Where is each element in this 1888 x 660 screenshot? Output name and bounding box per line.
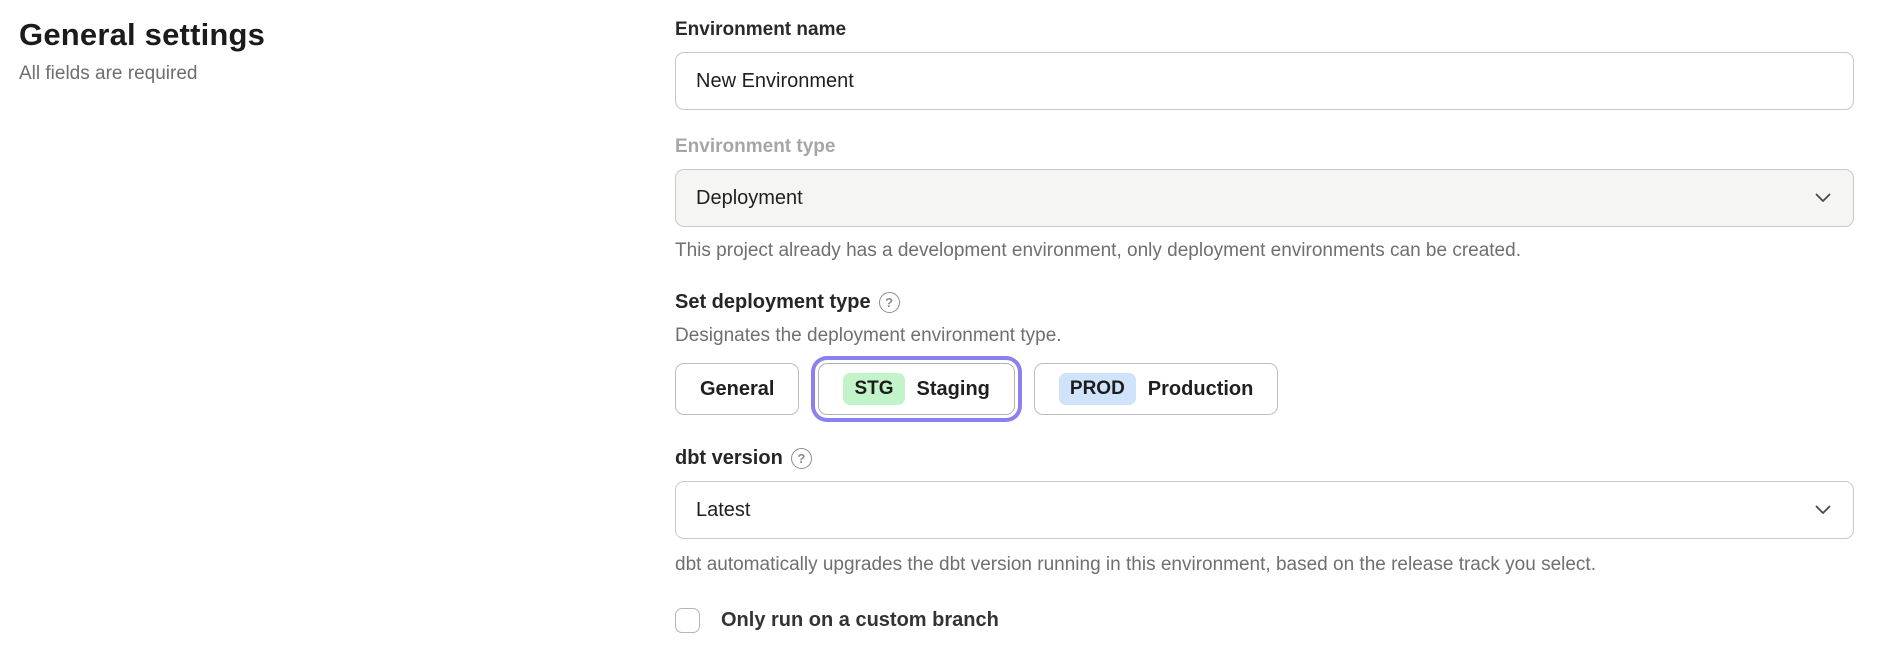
environment-type-value: Deployment xyxy=(696,186,803,209)
custom-branch-label[interactable]: Only run on a custom branch xyxy=(721,609,999,631)
settings-intro: General settings All fields are required xyxy=(19,16,619,86)
page-subtitle: All fields are required xyxy=(19,63,198,84)
page-title: General settings xyxy=(19,17,266,52)
environment-form: Environment name Environment type Deploy… xyxy=(675,18,1854,633)
help-icon[interactable]: ? xyxy=(790,447,812,469)
custom-branch-row: Only run on a custom branch xyxy=(675,607,1854,633)
chevron-down-icon xyxy=(1815,505,1831,515)
help-icon[interactable]: ? xyxy=(878,291,900,313)
deployment-type-options: General STG Staging PROD Production xyxy=(675,363,1854,415)
custom-branch-checkbox[interactable] xyxy=(675,607,700,633)
deployment-type-description: Designates the deployment environment ty… xyxy=(675,325,1062,346)
dbt-version-heading-text: dbt version xyxy=(675,447,783,469)
dbt-version-value: Latest xyxy=(696,498,751,521)
environment-type-helper: This project already has a development e… xyxy=(675,240,1521,261)
deployment-type-general-label: General xyxy=(700,377,775,400)
deployment-type-general-button[interactable]: General xyxy=(675,363,800,415)
deployment-type-production-button[interactable]: PROD Production xyxy=(1033,363,1279,415)
dbt-version-heading: dbt version ? xyxy=(675,445,1854,471)
chevron-down-icon xyxy=(1815,193,1831,203)
deployment-type-staging-label: Staging xyxy=(916,377,990,400)
environment-name-input[interactable] xyxy=(675,52,1854,110)
dbt-version-helper: dbt automatically upgrades the dbt versi… xyxy=(675,554,1596,575)
deployment-type-heading: Set deployment type ? xyxy=(675,289,1854,315)
environment-type-label: Environment type xyxy=(675,136,836,157)
environment-type-select[interactable]: Deployment xyxy=(675,169,1854,227)
production-badge: PROD xyxy=(1058,373,1136,405)
dbt-version-select[interactable]: Latest xyxy=(675,481,1854,539)
deployment-type-production-label: Production xyxy=(1147,377,1254,400)
deployment-type-staging-button[interactable]: STG Staging xyxy=(818,363,1015,415)
staging-badge: STG xyxy=(843,373,905,405)
environment-name-label: Environment name xyxy=(675,19,847,40)
deployment-type-heading-text: Set deployment type xyxy=(675,291,871,313)
